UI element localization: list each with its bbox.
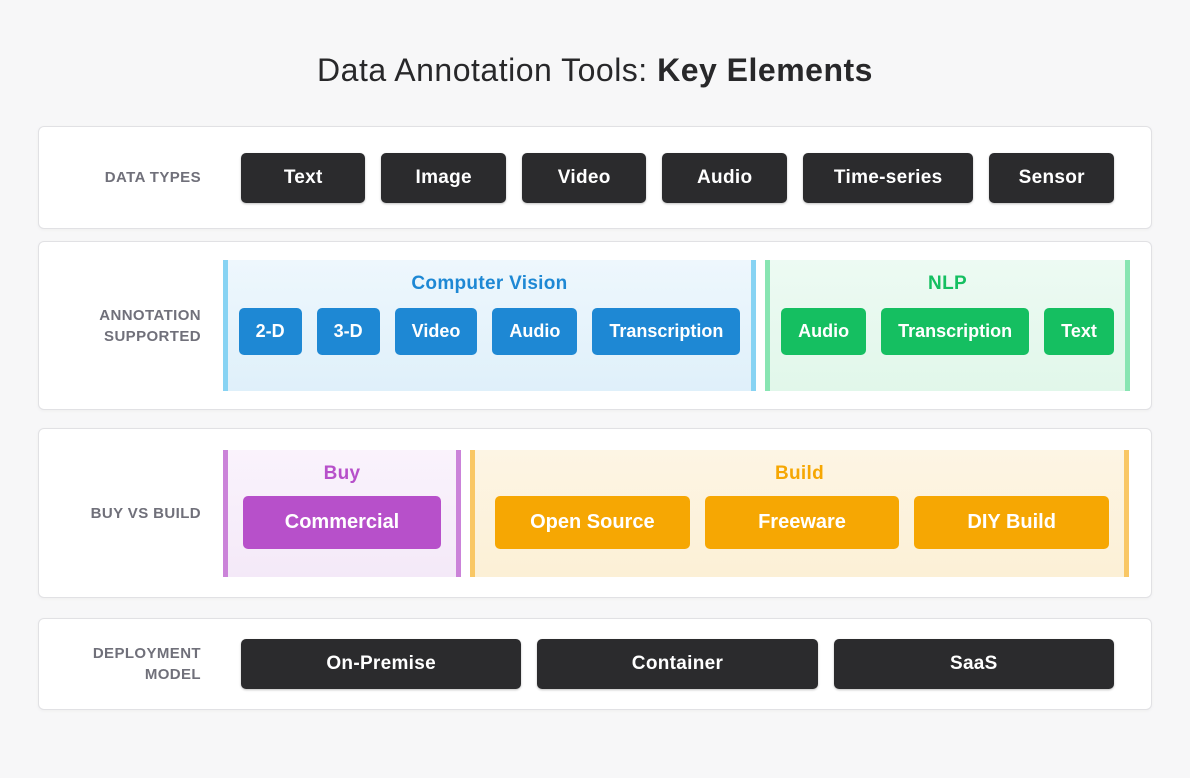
chip-commercial: Commercial (243, 495, 441, 549)
deployment-model-row: DEPLOYMENT MODEL On-Premise Container Sa… (38, 618, 1152, 710)
data-types-label: DATA TYPES (104, 169, 201, 186)
buy-group: Buy Commercial (223, 449, 461, 577)
page-title: Data Annotation Tools: Key Elements (38, 0, 1152, 89)
deployment-model-chips: On-Premise Container SaaS (223, 639, 1129, 689)
buy-vs-build-label: BUY VS BUILD (90, 504, 201, 522)
buy-chips: Commercial (228, 495, 456, 549)
page-title-regular: Data Annotation Tools: (317, 52, 658, 88)
chip-cv-audio: Audio (492, 308, 578, 355)
chip-on-premise: On-Premise (241, 639, 522, 689)
chip-3d: 3-D (316, 308, 380, 355)
chip-cv-transcription: Transcription (592, 308, 741, 355)
buy-heading: Buy (323, 462, 361, 484)
chip-cv-video: Video (394, 308, 478, 355)
chip-freeware: Freeware (704, 495, 900, 549)
data-types-row: DATA TYPES Text Image Video Audio Time-s… (38, 126, 1152, 229)
computer-vision-heading: Computer Vision (411, 273, 568, 294)
computer-vision-group: Computer Vision 2-D 3-D Video Audio Tran… (223, 260, 756, 391)
chip-image: Image (381, 152, 506, 203)
data-types-chips: Text Image Video Audio Time-series Senso… (223, 152, 1129, 203)
chip-container: Container (537, 639, 818, 689)
chip-diy-build: DIY Build (914, 495, 1110, 549)
chip-nlp-text: Text (1044, 308, 1114, 355)
annotation-supported-label: ANNOTATION SUPPORTED (99, 306, 201, 345)
chip-audio: Audio (662, 152, 787, 203)
build-heading: Build (775, 462, 824, 484)
buy-vs-build-row: BUY VS BUILD Buy Commercial Build Open S… (38, 428, 1152, 598)
chip-time-series: Time-series (802, 152, 974, 203)
chip-nlp-transcription: Transcription (881, 308, 1030, 355)
chip-2d: 2-D (238, 308, 302, 355)
nlp-heading: NLP (928, 273, 967, 294)
chip-open-source: Open Source (495, 495, 690, 549)
chip-video: Video (521, 152, 647, 203)
build-chips: Open Source Freeware DIY Build (475, 495, 1124, 549)
nlp-chips: Audio Transcription Text (770, 308, 1125, 355)
chip-sensor: Sensor (989, 152, 1114, 203)
page-title-bold: Key Elements (657, 52, 873, 88)
chip-nlp-audio: Audio (781, 308, 867, 355)
annotation-supported-row: ANNOTATION SUPPORTED Computer Vision 2-D… (38, 241, 1152, 410)
chip-text: Text (241, 152, 366, 203)
chip-saas: SaaS (833, 639, 1114, 689)
nlp-group: NLP Audio Transcription Text (765, 260, 1130, 391)
computer-vision-chips: 2-D 3-D Video Audio Transcription (228, 308, 751, 355)
build-group: Build Open Source Freeware DIY Build (470, 449, 1129, 577)
deployment-model-label: DEPLOYMENT MODEL (92, 645, 201, 683)
